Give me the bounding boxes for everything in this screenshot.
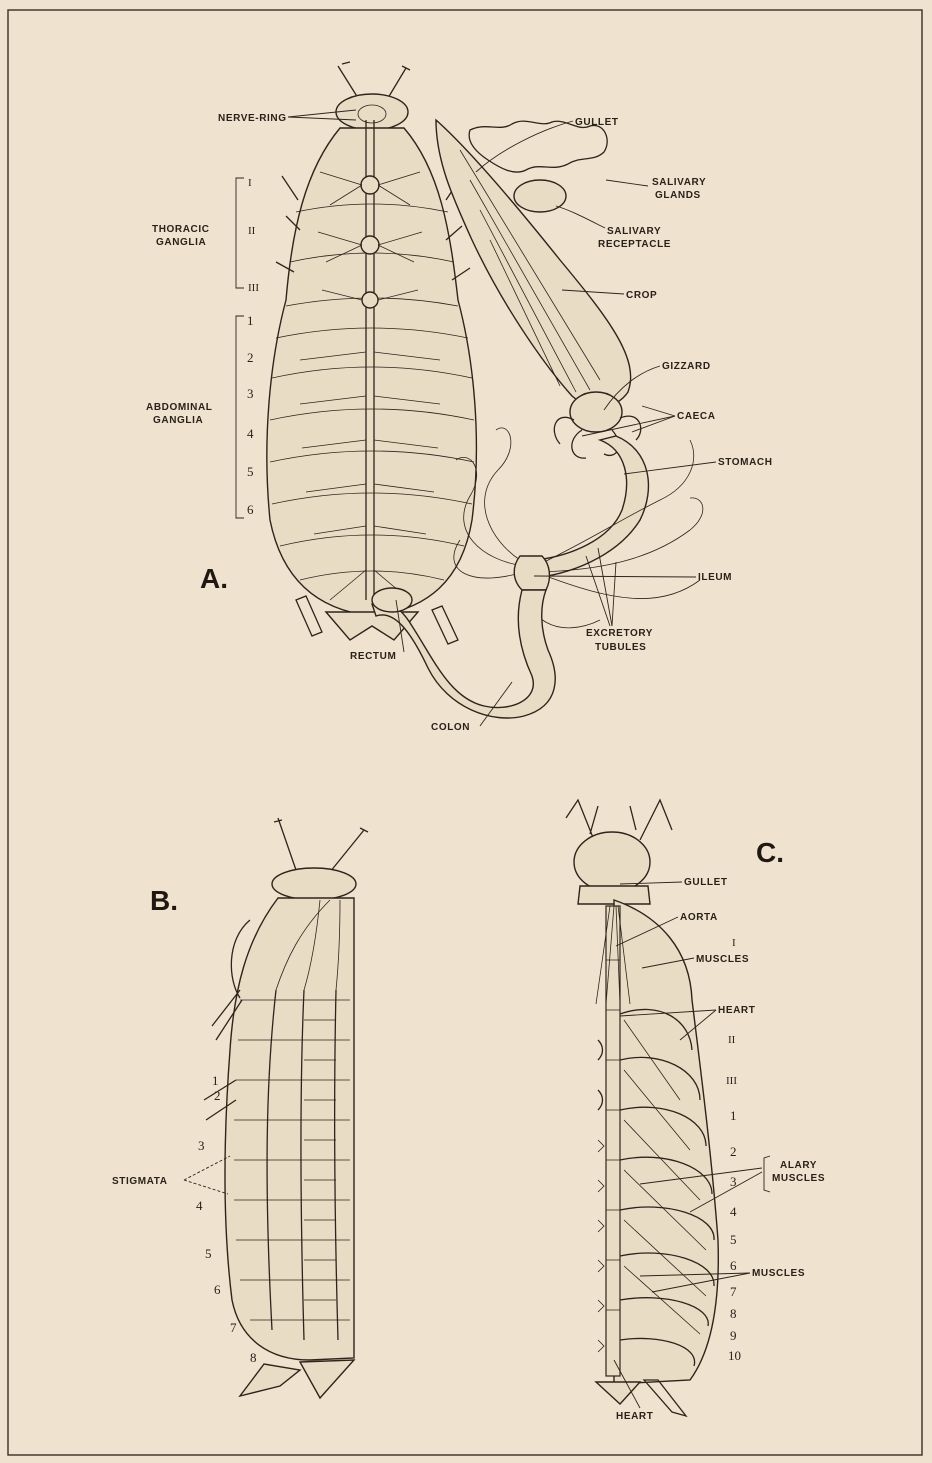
a-abdominal-number-3: 3 <box>247 386 254 401</box>
a-excretory-tubules <box>454 428 703 628</box>
a-rectum <box>372 588 412 612</box>
a-ileum <box>514 556 549 590</box>
b-segment-number-5: 5 <box>205 1246 212 1261</box>
panel-c-circulatory-system <box>566 800 718 1416</box>
b-segment-number-3: 3 <box>198 1138 205 1153</box>
label-rectum: RECTUM <box>350 651 396 662</box>
label-alary-muscles-1: ALARY <box>780 1160 817 1171</box>
label-colon: COLON <box>431 722 470 733</box>
c-body-outline <box>614 900 718 1384</box>
a-salivary-receptacle <box>514 180 566 212</box>
b-segment-number-7: 7 <box>230 1320 237 1335</box>
b-segment-number-2: 2 <box>214 1088 221 1103</box>
a-abdominal-number-4: 4 <box>247 426 254 441</box>
label-muscles-top: MUSCLES <box>696 954 749 965</box>
c-segment-number-8: 8 <box>730 1306 737 1321</box>
label-salivary-receptacle-2: RECEPTACLE <box>598 239 671 250</box>
c-segment-number-1: 1 <box>730 1108 737 1123</box>
panel-c-letter: C. <box>756 837 784 868</box>
panel-b-tracheal-system <box>204 818 368 1398</box>
b-head <box>272 868 356 900</box>
panel-b-letter: B. <box>150 885 178 916</box>
c-segment-number-5: 5 <box>730 1232 737 1247</box>
label-salivary-receptacle-1: SALIVARY <box>607 226 661 237</box>
label-salivary-glands-2: GLANDS <box>655 190 701 201</box>
a-thoracic-numeral-2: II <box>248 225 256 237</box>
label-stigmata: STIGMATA <box>112 1176 168 1187</box>
b-segment-number-8: 8 <box>250 1350 257 1365</box>
b-segment-number-4: 4 <box>196 1198 203 1213</box>
label-alary-muscles-2: MUSCLES <box>772 1173 825 1184</box>
c-segment-number-6: 6 <box>730 1258 737 1273</box>
a-thoracic-numeral-3: III <box>248 282 259 294</box>
c-segment-number-7: 7 <box>730 1284 737 1299</box>
label-gullet-a: GULLET <box>575 117 619 128</box>
label-heart-top: HEART <box>718 1005 755 1016</box>
panel-a-digestive-system <box>267 62 703 718</box>
label-thoracic-ganglia-1: THORACIC <box>152 224 210 235</box>
c-segment-number-10: 10 <box>728 1348 741 1363</box>
c-thoracic-numeral-1: I <box>732 937 736 949</box>
a-thoracic-numeral-1: I <box>248 177 252 189</box>
c-segment-number-9: 9 <box>730 1328 737 1343</box>
label-nerve-ring: NERVE-RING <box>218 113 287 124</box>
c-segment-number-4: 4 <box>730 1204 737 1219</box>
a-body-outline <box>267 128 477 616</box>
c-thoracic-numeral-3: III <box>726 1075 737 1087</box>
a-abdominal-number-1: 1 <box>247 313 254 328</box>
a-gizzard <box>570 392 622 432</box>
label-thoracic-ganglia-2: GANGLIA <box>156 237 206 248</box>
a-abdominal-number-5: 5 <box>247 464 254 479</box>
a-abdominal-number-2: 2 <box>247 350 254 365</box>
label-gizzard: GIZZARD <box>662 361 711 372</box>
panel-a-letter: A. <box>200 563 228 594</box>
label-excretory-tubules-1: EXCRETORY <box>586 628 653 639</box>
label-muscles-lower: MUSCLES <box>752 1268 805 1279</box>
label-caeca: CAECA <box>677 411 716 422</box>
label-crop: CROP <box>626 290 657 301</box>
label-heart-bottom: HEART <box>616 1411 653 1422</box>
c-segment-number-2: 2 <box>730 1144 737 1159</box>
c-thoracic-numeral-2: II <box>728 1034 736 1046</box>
b-segment-number-1: 1 <box>212 1073 219 1088</box>
label-salivary-glands-1: SALIVARY <box>652 177 706 188</box>
label-ileum: ILEUM <box>698 572 732 583</box>
a-abdominal-number-6: 6 <box>247 502 254 517</box>
a-salivary-glands <box>469 121 607 172</box>
b-segment-number-6: 6 <box>214 1282 221 1297</box>
label-aorta: AORTA <box>680 912 718 923</box>
label-gullet-c: GULLET <box>684 877 728 888</box>
label-excretory-tubules-2: TUBULES <box>595 642 646 653</box>
label-abdominal-ganglia-2: GANGLIA <box>153 415 203 426</box>
a-stomach <box>530 436 648 578</box>
a-head <box>336 94 408 130</box>
label-abdominal-ganglia-1: ABDOMINAL <box>146 402 213 413</box>
c-ostia <box>598 1040 604 1352</box>
label-stomach: STOMACH <box>718 457 773 468</box>
